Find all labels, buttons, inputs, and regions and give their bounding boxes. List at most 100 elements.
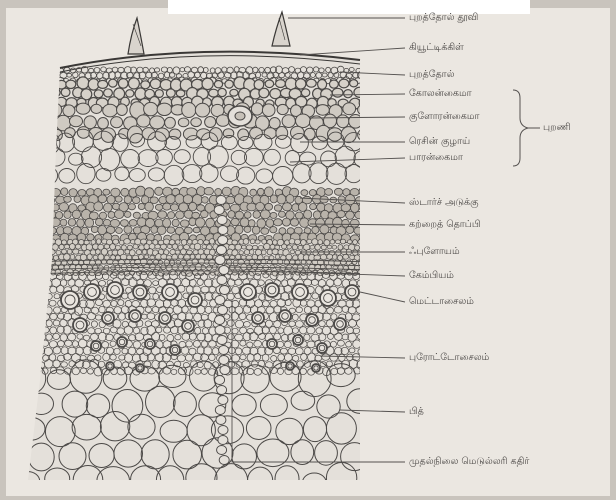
bundle-cap-cell <box>147 234 155 241</box>
bundle-cap-cell <box>120 220 128 227</box>
phloem-cell <box>163 239 169 244</box>
phloem-cell <box>241 255 246 259</box>
phloem-cell <box>133 244 138 249</box>
phloem-cell <box>81 265 87 270</box>
xylem-vessel <box>279 310 291 322</box>
bundle-cap-cell <box>282 203 291 211</box>
phloem-cell <box>255 269 261 275</box>
chlorenchyma-cell <box>144 102 158 115</box>
bundle-cap-cell <box>155 187 163 195</box>
collenchyma-cell <box>276 80 286 88</box>
xylem-vessel <box>136 364 144 372</box>
collenchyma-cell <box>296 79 306 89</box>
bundle-cap-cell <box>167 227 175 233</box>
bundle-cap-cell <box>247 203 256 211</box>
phloem-cell <box>127 245 132 250</box>
phloem-cell <box>275 255 280 259</box>
bundle-cap-cell <box>116 228 123 234</box>
phloem-cell <box>172 244 177 249</box>
phloem-cell <box>255 240 260 244</box>
bundle-cap-cell <box>312 227 319 234</box>
phloem-cell <box>310 245 315 249</box>
bundle-cap-cell <box>248 220 255 227</box>
bundle-cap-cell <box>189 202 197 211</box>
phloem-cell <box>324 240 330 246</box>
xylem-vessel <box>345 285 359 299</box>
xylem-vessel <box>162 284 178 300</box>
phloem-cell <box>244 250 250 255</box>
phloem-cell <box>207 266 212 271</box>
collenchyma-cell <box>94 90 103 98</box>
phloem-cell <box>204 240 210 245</box>
bundle-cap-cell <box>180 220 189 227</box>
xylem-vessel <box>317 343 327 353</box>
bundle-cap-cell <box>108 212 115 219</box>
collenchyma-cell <box>318 80 327 90</box>
bundle-cap-cell <box>202 197 209 204</box>
bundle-cap-cell <box>132 197 140 204</box>
xylem-vessel <box>320 290 336 306</box>
bundle-cap-cell <box>346 226 354 233</box>
phloem-cell <box>239 251 244 255</box>
collenchyma-cell <box>128 78 139 89</box>
chlorenchyma-cell <box>183 128 198 140</box>
medullary-ray-cell <box>218 436 228 445</box>
phloem-cell <box>160 244 166 249</box>
bundle-cap-cell <box>168 212 175 219</box>
phloem-cell <box>343 254 349 259</box>
medullary-ray-cell <box>214 206 224 215</box>
collenchyma-cell <box>265 80 274 88</box>
xylem-vessel <box>292 284 308 300</box>
chlorenchyma-cell <box>341 127 356 143</box>
xylem-vessel <box>145 339 155 349</box>
phloem-cell <box>111 255 116 260</box>
phloem-cell <box>332 255 337 260</box>
phloem-cell <box>75 244 81 249</box>
bundle-cap-cell <box>163 203 171 210</box>
phloem-cell <box>340 239 345 244</box>
phloem-cell <box>176 260 181 264</box>
chlorenchyma-cell <box>296 114 311 128</box>
xylem-vessel <box>188 293 202 307</box>
bundle-cap-cell <box>114 210 123 219</box>
label-starch-sheath: ஸ்டார்ச் அடுக்கு <box>409 197 478 209</box>
medullary-ray-cell <box>218 226 228 235</box>
bundle-cap-cell <box>261 228 269 235</box>
phloem-cell <box>62 249 67 254</box>
chlorenchyma-cell <box>63 105 75 117</box>
tissue-cells <box>16 40 380 498</box>
bundle-cap-cell <box>274 219 283 226</box>
phloem-cell <box>135 260 141 265</box>
phloem-cell <box>321 245 326 250</box>
bundle-cap-cell <box>252 226 260 234</box>
phloem-cell <box>230 265 235 269</box>
bundle-cap-cell <box>265 203 273 210</box>
phloem-cell <box>87 254 92 260</box>
phloem-cell <box>270 265 275 269</box>
label-cuticle: கியூட்டிக்கிள் <box>409 42 464 54</box>
medullary-ray-cell <box>220 366 230 375</box>
medullary-ray-cell <box>216 246 226 255</box>
phloem-cell <box>120 254 127 260</box>
phloem-cell <box>287 245 292 249</box>
xylem-vessel <box>182 320 194 332</box>
phloem-cell <box>113 260 119 265</box>
collenchyma-cell <box>350 80 358 87</box>
phloem-cell <box>187 250 193 255</box>
bundle-cap-cell <box>172 219 179 227</box>
bundle-cap-cell <box>270 227 277 233</box>
medullary-ray-cell <box>216 196 226 205</box>
phloem-cell <box>347 240 352 244</box>
bundle-cap-cell <box>60 219 67 226</box>
collenchyma-cell <box>330 80 339 88</box>
bundle-cap-cell <box>103 219 111 226</box>
collenchyma-cell <box>344 90 353 98</box>
phloem-cell <box>124 239 131 245</box>
collenchyma-cell <box>306 79 316 87</box>
phloem-cell <box>292 245 297 250</box>
bundle-cap-cell <box>124 196 132 204</box>
xylem-vessel <box>240 284 256 300</box>
chlorenchyma-cell <box>195 103 209 117</box>
phloem-cell <box>110 244 116 250</box>
